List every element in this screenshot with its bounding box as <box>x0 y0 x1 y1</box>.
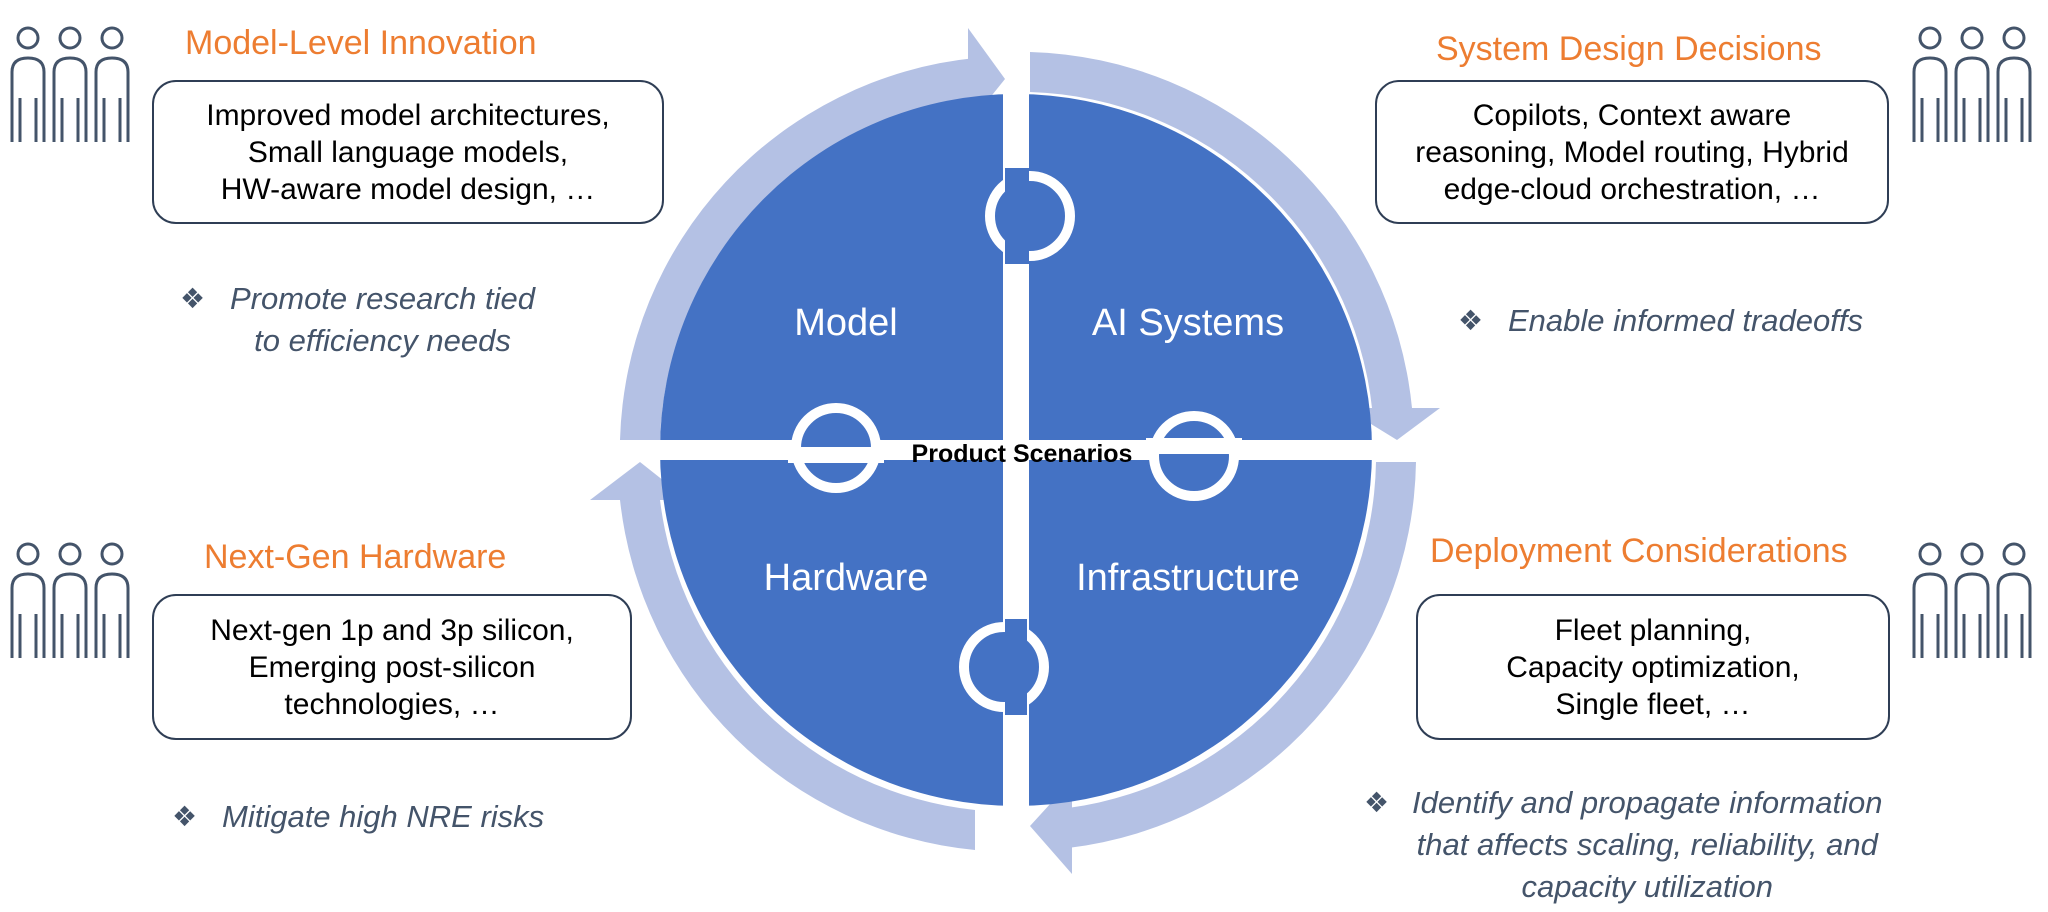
box-system-design-decisions: Copilots, Context aware reasoning, Model… <box>1375 80 1889 224</box>
heading-system-design-decisions: System Design Decisions <box>1436 30 1822 68</box>
bullet-diamond-icon: ❖ <box>172 801 198 832</box>
note-model-level: ❖ Promote research tied to efficiency ne… <box>180 278 535 362</box>
note-line: to efficiency needs <box>254 323 511 358</box>
knob-bottom <box>959 622 1049 712</box>
note-deployment: ❖ Identify and propagate information tha… <box>1364 782 1883 908</box>
note-line: Promote research tied <box>230 281 535 316</box>
people-group-icon <box>1912 542 2032 658</box>
puzzle-knobs <box>788 168 1242 715</box>
note-line: capacity utilization <box>1521 869 1774 904</box>
note-system-design: ❖ Enable informed tradeoffs <box>1458 300 1863 342</box>
people-group-icon <box>1912 26 2032 142</box>
box-line: Next-gen 1p and 3p silicon, <box>210 613 574 647</box>
box-line: Fleet planning, <box>1554 613 1752 647</box>
note-line: Identify and propagate information <box>1412 785 1883 820</box>
heading-model-level-innovation: Model-Level Innovation <box>185 24 537 62</box>
note-next-gen-hardware: ❖ Mitigate high NRE risks <box>172 796 545 838</box>
box-line: Copilots, Context aware <box>1472 98 1792 132</box>
box-line: Improved model architectures, <box>206 98 610 132</box>
bullet-diamond-icon: ❖ <box>1364 787 1390 818</box>
arrow-arc-top-right <box>1030 52 1412 408</box>
knob-right <box>1149 411 1239 501</box>
note-line: Enable informed tradeoffs <box>1508 303 1863 338</box>
knob-top <box>985 171 1075 261</box>
arrowhead-bottom <box>1030 780 1072 874</box>
quadrant-label-model: Model <box>794 302 898 344</box>
heading-next-gen-hardware: Next-Gen Hardware <box>204 538 507 576</box>
note-line: Mitigate high NRE risks <box>222 799 545 834</box>
people-group-icon <box>10 542 130 658</box>
arrow-arc-bottom-left <box>620 500 975 850</box>
box-line: Small language models, <box>247 135 569 169</box>
box-deployment-considerations: Fleet planning, Capacity optimization, S… <box>1416 594 1890 740</box>
bullet-diamond-icon: ❖ <box>1458 305 1484 336</box>
note-line: that affects scaling, reliability, and <box>1416 827 1878 862</box>
heading-deployment-considerations: Deployment Considerations <box>1430 532 1848 570</box>
bullet-diamond-icon: ❖ <box>180 283 206 314</box>
quadrants <box>660 94 1372 806</box>
people-group-icon <box>10 26 130 142</box>
arrow-arc-bottom-right <box>1068 462 1416 848</box>
box-line: Capacity optimization, <box>1506 650 1800 684</box>
box-line: edge-cloud orchestration, … <box>1443 172 1821 206</box>
box-line: HW-aware model design, … <box>220 172 596 206</box>
box-line: Single fleet, … <box>1555 687 1751 721</box>
box-next-gen-hardware: Next-gen 1p and 3p silicon, Emerging pos… <box>152 594 632 740</box>
ring-arrows <box>590 28 1440 874</box>
box-line: reasoning, Model routing, Hybrid <box>1415 135 1849 169</box>
quadrant-label-infrastructure: Infrastructure <box>1076 557 1300 599</box>
center-label: Product Scenarios <box>912 440 1133 468</box>
box-model-level-innovation: Improved model architectures, Small lang… <box>152 80 664 224</box>
box-line: Emerging post-silicon <box>248 650 536 684</box>
box-line: technologies, … <box>284 687 500 721</box>
quadrant-label-hardware: Hardware <box>764 557 929 599</box>
quadrant-label-ai-systems: AI Systems <box>1092 302 1284 344</box>
arrow-arc-top-left <box>620 58 975 440</box>
